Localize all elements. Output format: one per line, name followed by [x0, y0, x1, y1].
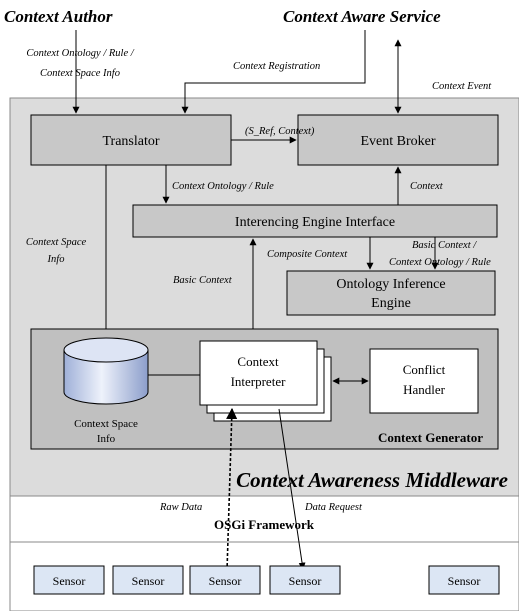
edge-label-data-request: Data Request — [304, 502, 363, 513]
sensor-label-3: Sensor — [209, 574, 242, 588]
conflict-handler-label-2: Handler — [403, 382, 446, 397]
sensor-label-1: Sensor — [53, 574, 86, 588]
context-interpreter-label-1: Context — [237, 354, 279, 369]
edge-label-basic-context: Basic Context — [173, 275, 233, 286]
conflict-handler-label-1: Conflict — [403, 362, 446, 377]
arrow-data-request-to-sensor — [278, 408, 306, 570]
ontology-inference-engine-box — [286, 270, 496, 316]
edge-label-context-ontology-rule: Context Ontology / Rule — [172, 181, 274, 192]
translator-label: Translator — [102, 134, 159, 149]
edge-label-basic-context-ontology-2: Context Ontology / Rule — [389, 257, 491, 268]
inferencing-engine-interface-label: Interencing Engine Interface — [235, 215, 395, 230]
edge-label-context-space-info-1: Context Space — [26, 237, 87, 248]
ontology-inference-engine-label-1: Ontology Inference — [336, 277, 445, 292]
osgi-framework-label: OSGi Framework — [214, 517, 315, 532]
edge-label-raw-data: Raw Data — [159, 502, 202, 513]
edge-label-context-event: Context Event — [432, 81, 492, 92]
ontology-inference-engine-label-2: Engine — [371, 296, 411, 311]
edge-label-basic-context-ontology-1: Basic Context / — [412, 240, 477, 251]
context-space-info-label-2: Info — [97, 433, 116, 445]
sensor-box-4 — [269, 565, 341, 595]
context-interpreter-box — [199, 340, 318, 406]
event-broker-box — [297, 114, 499, 166]
arrow-registration-to-translator — [181, 30, 366, 114]
sensor-box-1 — [33, 565, 105, 595]
middleware-title: Context Awareness Middleware — [236, 468, 508, 492]
edge-label-ontology-rule-space-2: Context Space Info — [40, 68, 120, 79]
context-interpreter-label-2: Interpreter — [231, 374, 287, 389]
edge-label-s-ref-context: (S_Ref, Context) — [245, 126, 315, 137]
conflict-handler-box — [369, 348, 479, 414]
sensor-label-2: Sensor — [132, 574, 165, 588]
context-space-info-label-1: Context Space — [74, 418, 138, 430]
context-author-title: Context Author — [4, 7, 113, 26]
event-broker-label: Event Broker — [360, 134, 435, 149]
arrow-sensor-raw-data — [226, 407, 238, 572]
sensor-label-5: Sensor — [448, 574, 481, 588]
osgi-framework-region — [9, 495, 519, 543]
context-space-info-database-icon — [63, 337, 149, 405]
inferencing-engine-interface-box — [132, 204, 498, 238]
sensor-box-3 — [189, 565, 261, 595]
sensor-box-5 — [428, 565, 500, 595]
edge-label-composite-context: Composite Context — [267, 249, 348, 260]
sensor-group: Sensor Sensor Sensor Sensor Sensor — [33, 565, 500, 595]
edge-label-ontology-rule-space-1: Context Ontology / Rule / — [26, 48, 134, 59]
edge-label-context-registration: Context Registration — [233, 61, 320, 72]
edge-label-context-space-info-2: Info — [47, 254, 65, 265]
context-generator-label: Context Generator — [378, 430, 483, 445]
edge-label-context: Context — [410, 181, 444, 192]
sensor-box-2 — [112, 565, 184, 595]
context-aware-service-title: Context Aware Service — [283, 7, 441, 26]
sensor-label-4: Sensor — [289, 574, 322, 588]
